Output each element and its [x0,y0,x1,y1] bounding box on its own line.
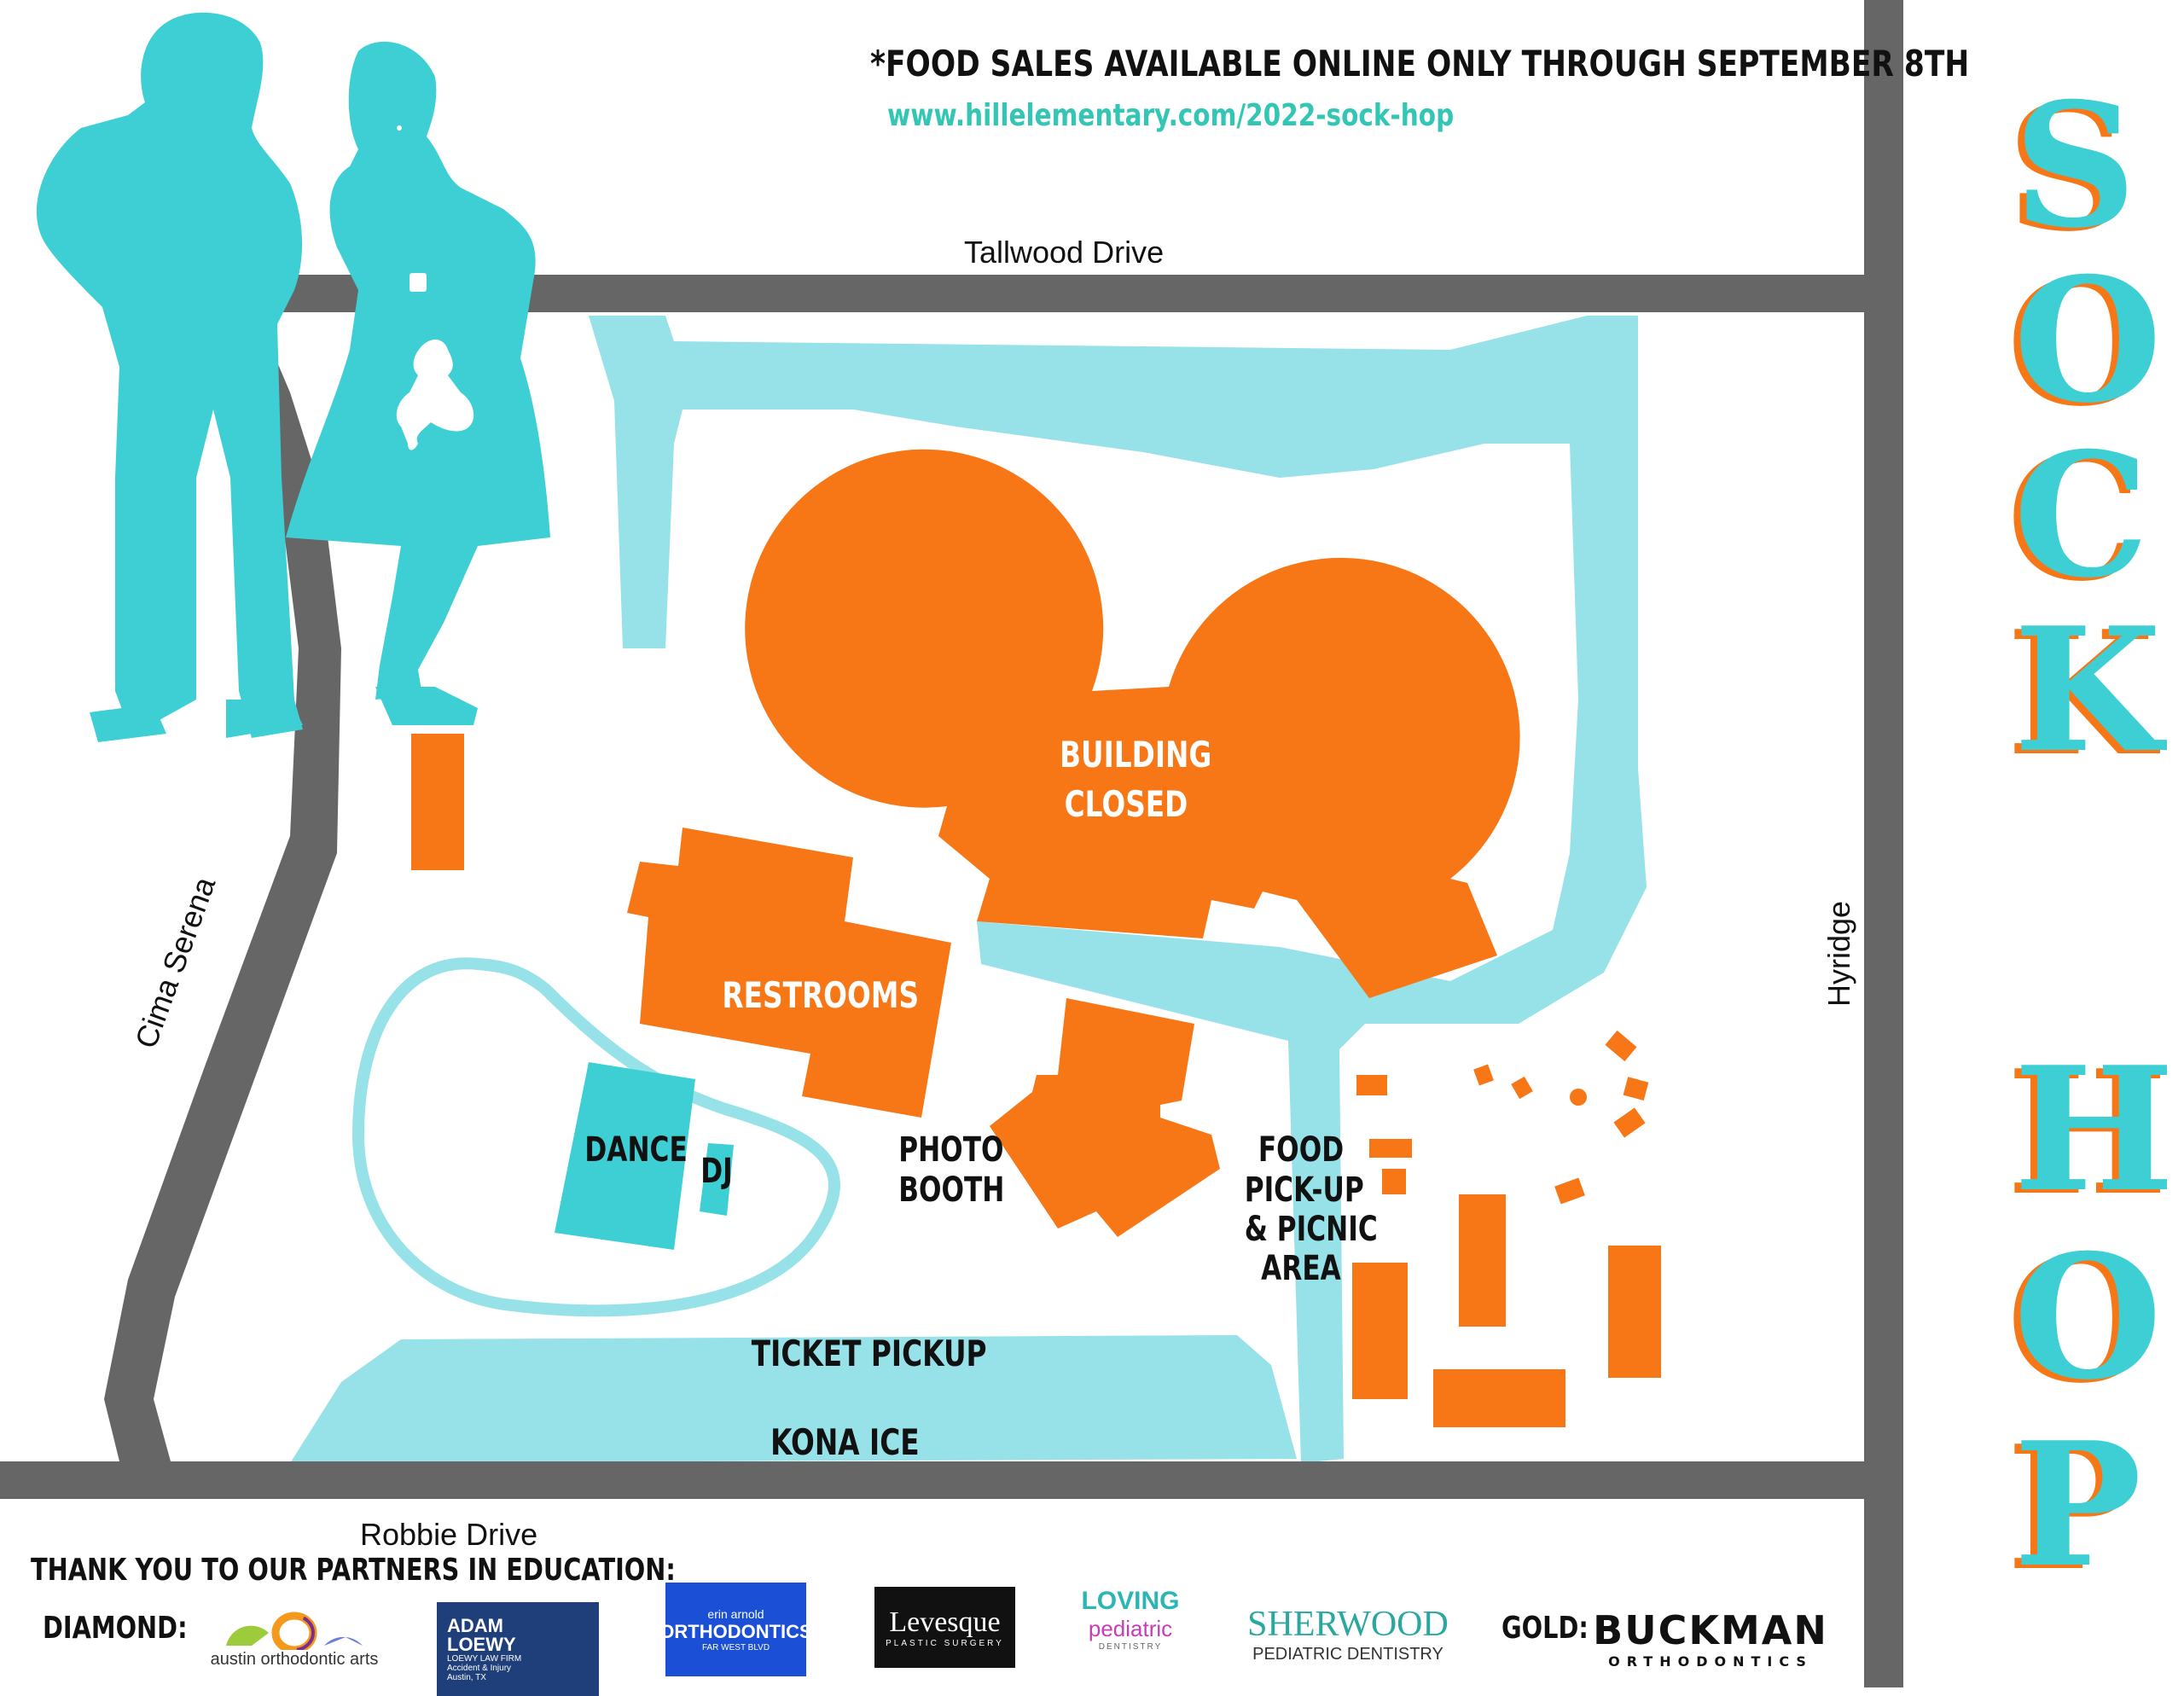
picnic-marker [1570,1089,1587,1106]
picnic-table-13 [1613,1107,1646,1138]
food-label-3: & PICNIC [1244,1210,1378,1249]
austin-orthodontic-arts-logo[interactable]: austin orthodontic arts [200,1602,388,1679]
building-photo [990,998,1220,1237]
loewy-firm: LOEWY LAW FIRM [447,1653,522,1664]
street-label-hyridge: Hyridge [1821,900,1856,1007]
loewy-sub: Accident & Injury [447,1663,512,1673]
loewy-name-2: LOEWY [447,1633,516,1655]
boy-shoes [90,700,303,742]
picnic-table-9 [1473,1064,1494,1086]
picnic-table-4 [1352,1263,1408,1399]
adam-loewy-logo[interactable]: ADAM LOEWY LOEWY LAW FIRM Accident & Inj… [437,1602,599,1696]
building-closed-label-2: CLOSED [1064,783,1188,825]
picnic-table-5 [1459,1194,1506,1327]
picnic-table-10 [1511,1076,1533,1100]
title-letter: K [2013,590,2162,791]
event-url-link[interactable]: www.hillelementary.com/2022-sock-hop [887,98,1455,133]
aoa-text: austin orthodontic arts [210,1650,379,1669]
aoa-arcs-icon [226,1612,363,1650]
picnic-table-7 [1608,1246,1661,1378]
picnic-table-11 [1605,1030,1637,1062]
picnic-table-12 [1623,1077,1649,1101]
loving-3: DENTISTRY [1098,1641,1163,1652]
levesque-logo[interactable]: Levesque PLASTIC SURGERY [874,1587,1015,1668]
ticket-kona-plaza [290,1335,1297,1463]
loving-1: LOVING [1081,1586,1180,1615]
diamond-label: DIAMOND: [43,1611,188,1646]
picnic-table-2 [1369,1139,1412,1158]
food-label-2: PICK-UP [1244,1170,1364,1210]
kona-ice-label: KONA ICE [770,1421,920,1463]
loewy-city: Austin, TX [447,1672,486,1682]
levesque-name: Levesque [889,1606,1001,1638]
boy-silhouette [36,12,304,739]
dance-label: DANCE [584,1130,688,1170]
sherwood-name: SHERWOOD [1247,1604,1449,1644]
food-sales-notice: *FOOD SALES AVAILABLE ONLINE ONLY THROUG… [870,43,1970,84]
erin-main: ORTHODONTICS [659,1620,812,1642]
loving-2: pediatric [1088,1615,1173,1641]
building-west [411,734,464,870]
food-label-1: FOOD [1258,1130,1345,1170]
title-letter: C [2013,415,2150,616]
photo-booth-label-2: BOOTH [898,1170,1005,1210]
ticket-pickup-label: TICKET PICKUP [751,1333,987,1374]
building-closed [745,449,1520,998]
buckman-name: BUCKMAN [1593,1606,1828,1653]
road-cima-serena [104,312,341,1461]
erin-arnold-logo[interactable]: erin arnold ORTHODONTICS FAR WEST BLVD [659,1583,812,1676]
girl-earring [397,125,402,131]
walkway-network [589,316,1647,1463]
levesque-sub: PLASTIC SURGERY [886,1639,1004,1648]
title-letter: O [2013,1217,2163,1418]
building-closed-label-1: BUILDING [1060,734,1212,775]
photo-booth-label-1: PHOTO [898,1130,1004,1170]
picnic-table-6 [1433,1369,1565,1427]
sherwood-sub: PEDIATRIC DENTISTRY [1252,1644,1443,1664]
erin-sub: FAR WEST BLVD [701,1642,770,1652]
partners-heading: THANK YOU TO OUR PARTNERS IN EDUCATION: [31,1553,676,1588]
picnic-table-3 [1382,1169,1406,1194]
roads [0,0,1903,1687]
buckman-sub: ORTHODONTICS [1608,1652,1813,1670]
erin-small: erin arnold [707,1606,764,1621]
dj-label: DJ [700,1152,733,1191]
food-label-4: AREA [1261,1249,1341,1288]
sock-hop-title: S O C K [2013,66,2163,791]
street-label-robbie: Robbie Drive [360,1517,538,1552]
loving-pediatric-logo[interactable]: LOVING pediatric DENTISTRY [1071,1570,1190,1668]
building-restrooms [627,828,951,1118]
buildings [411,449,1661,1427]
dance-floor [555,1062,695,1250]
sock-hop-title-hop: H O P [2013,1030,2175,1608]
walkways [290,316,1647,1463]
couple-silhouette [36,12,550,742]
title-letter: P [2013,1405,2142,1606]
road-hyridge [1864,0,1903,1687]
road-robbie [0,1461,1864,1499]
picnic-table-1 [1356,1075,1387,1095]
restrooms-label: RESTROOMS [722,974,920,1016]
girl-shoes [375,687,478,725]
dance-loop [351,957,840,1317]
sherwood-logo[interactable]: SHERWOOD PEDIATRIC DENTISTRY [1246,1600,1450,1668]
street-label-tallwood: Tallwood Drive [964,235,1165,270]
gold-label: GOLD: [1502,1611,1589,1646]
title-letter: O [2013,241,2163,441]
dance-area [555,1062,734,1250]
title-letter: S [2013,66,2137,266]
title-letter: H [2013,1030,2175,1230]
picnic-table-8 [1554,1177,1585,1205]
silhouette-details [396,125,474,450]
poodle-icon [396,340,474,450]
loewy-name-1: ADAM [447,1614,503,1636]
dj-booth [700,1143,734,1216]
buckman-logo[interactable]: BUCKMAN ORTHODONTICS [1593,1600,1827,1676]
belt-buckle [410,273,427,292]
